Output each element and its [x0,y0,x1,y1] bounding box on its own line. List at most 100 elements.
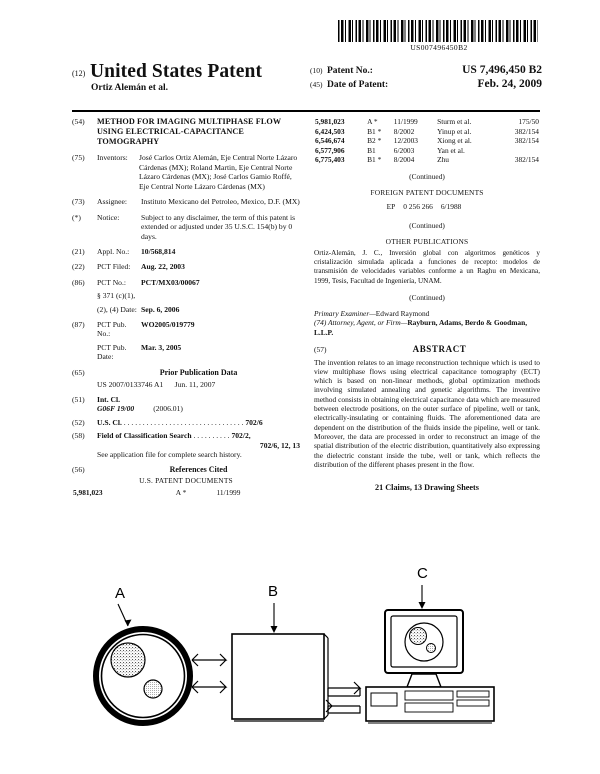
ref-number: 5,981,023 [73,487,103,497]
field-appl-no-code: (21) [72,247,85,256]
ref-assignee: Yan et al. [437,145,465,155]
ref-assignee: Sturm et al. [437,117,472,126]
figure-arrowhead-a [124,619,132,626]
int-cl-label: Int. Cl. [97,395,120,405]
ref-number: 6,775,403 [315,155,345,165]
attorney-name: Rayburn, Adams, Berdo & Goodman, L.L.P. [314,318,528,337]
prior-pub-spacer [72,380,97,389]
prior-pub-heading-row: (65) Prior Publication Data [72,368,300,377]
int-cl-edition: (2006.01) [153,404,183,414]
field-of-search-label: Field of Classification Search [97,431,192,441]
field-pct-pub-no-code: (87) [72,320,85,330]
inventors-value: José Carlos Ortiz Alemán, Eje Central No… [139,153,298,191]
field-us-cl-code: (52) [72,417,85,427]
notice-value: Subject to any disclaimer, the term of t… [141,212,296,241]
invention-title: METHOD FOR IMAGING MULTIPHASE FLOW USING… [97,117,281,146]
field-assignee-label: Assignee: [97,197,127,207]
patent-number-label: Patent No.: [327,66,373,76]
ref-assignee: Zhu [437,155,449,165]
left-column: (54) METHOD FOR IMAGING MULTIPHASE FLOW … [72,117,300,497]
references-heading-row: (56) References Cited [72,465,300,474]
abstract-heading: ABSTRACT [412,343,467,354]
int-cl-class: G06F 19/00 [97,404,135,414]
phase-blob-large [110,642,146,678]
field-title-code: (54) [72,117,85,126]
ref-class: 382/154 [514,126,539,136]
field-assignee-code: (73) [72,197,85,207]
abstract-text: The invention relates to an image recons… [314,357,540,469]
ref-number: 6,424,503 [315,126,345,136]
field-inventors-code: (75) [72,153,85,162]
prior-pub-heading: Prior Publication Data [159,367,238,377]
continued-marker-1: (Continued) [409,171,445,181]
field-pct-pub-no: (87) PCT Pub. No.: WO2005/019779 [72,320,300,339]
field-appl-no-label: Appl. No.: [97,247,130,256]
field-of-search-dots: . . . . . . . . . . [191,431,232,441]
field-pct-filed-code: (22) [72,262,85,272]
ref-class: 382/154 [514,155,539,165]
phase-blob-small [143,679,163,699]
other-publications-text: Ortiz-Alemán, J. C., Inversión global co… [314,248,540,285]
pct-no-value: PCT/MX03/00067 [141,277,200,287]
ref-date: 8/2002 [393,126,415,136]
field-371-code [72,291,97,300]
us-patent-references-table: 5,981,023 A * 11/1999 Sturm et al. 175/5… [314,117,540,165]
section-371-label: (2), (4) Date: [97,304,137,314]
masthead-right: (10) Patent No.: US 7,496,450 B2 (45) Da… [310,64,542,92]
section-371-date: Sep. 6, 2006 [141,304,180,314]
ref-number: 6,577,906 [315,145,345,155]
field-pct-pub-no-label: PCT Pub. No.: [97,320,127,339]
barcode-block: US007496450B2 [338,20,540,52]
connector-a-to-b [191,653,228,694]
field-inventors-label: Inventors: [97,153,128,162]
ref-kind: A * [367,117,378,126]
field-pct-no-label: PCT No.: [97,277,126,287]
ref-class: 382/154 [514,136,539,146]
prior-pub-date: Jun. 11, 2007 [174,379,216,389]
connector-b-to-c [325,681,362,714]
ref-date: 11/1999 [393,117,418,126]
ref-assignee: Yinup et al. [437,126,472,136]
field-notice-code: (*) [72,212,81,222]
field-371-code2 [72,305,97,314]
ref-kind: B1 [367,145,376,155]
prior-pub-code: (65) [72,367,85,377]
base-vent-1 [404,690,454,701]
table-row: 6,424,503 B1 * 8/2002 Yinup et al. 382/1… [314,127,540,137]
field-appl-no: (21) Appl. No.: 10/568,814 [72,247,300,256]
masthead-rule [72,110,540,113]
barcode-image [338,20,538,42]
field-371-b: (2), (4) Date: Sep. 6, 2006 [72,305,300,314]
screen-blob-small [426,643,436,653]
base-panel-1 [456,690,490,698]
field-inventors: (75) Inventors: José Carlos Ortiz Alemán… [72,153,300,191]
field-pct-pub-date-code [72,343,97,362]
pipe-outer-wall [93,626,193,726]
masthead-code-12: (12) [72,69,86,78]
field-title: (54) METHOD FOR IMAGING MULTIPHASE FLOW … [72,117,300,147]
field-pct-filed-label: PCT Filed: [97,262,131,272]
screen-blob-large [409,627,427,645]
prior-pub-number: US 2007/0133746 A1 [97,379,164,389]
field-of-search-value: 702/2, [231,431,251,441]
field-pct-no-code: (86) [72,277,85,287]
field-pct-filed: (22) PCT Filed: Aug. 22, 2003 [72,262,300,271]
field-notice: (*) Notice: Subject to any disclaimer, t… [72,213,300,241]
page-title: United States Patent [90,61,263,82]
base-panel-2 [456,699,490,707]
figure-label-b: B [268,583,278,600]
base-drive-slot [370,692,398,707]
section-371-line1: § 371 (c)(1), [97,291,136,301]
ref-date: 11/1999 [216,487,241,497]
prior-pub-values: US 2007/0133746 A1 Jun. 11, 2007 [97,380,300,389]
references-code: (56) [72,464,85,474]
field-of-search-note: See application file for complete search… [97,450,242,460]
ref-number: 5,981,023 [315,117,345,126]
attorney-row: (74) Attorney, Agent, or Firm—Rayburn, A… [314,318,540,337]
table-row: 6,546,674 B2 * 12/2003 Xiong et al. 382/… [314,136,540,146]
primary-examiner-row: Primary Examiner—Edward Raymond [314,309,540,319]
pct-pub-date-value: Mar. 3, 2005 [141,342,182,352]
field-of-search-value2: 702/6, 12, 13 [259,440,300,450]
figure-svg: A B [93,565,495,726]
